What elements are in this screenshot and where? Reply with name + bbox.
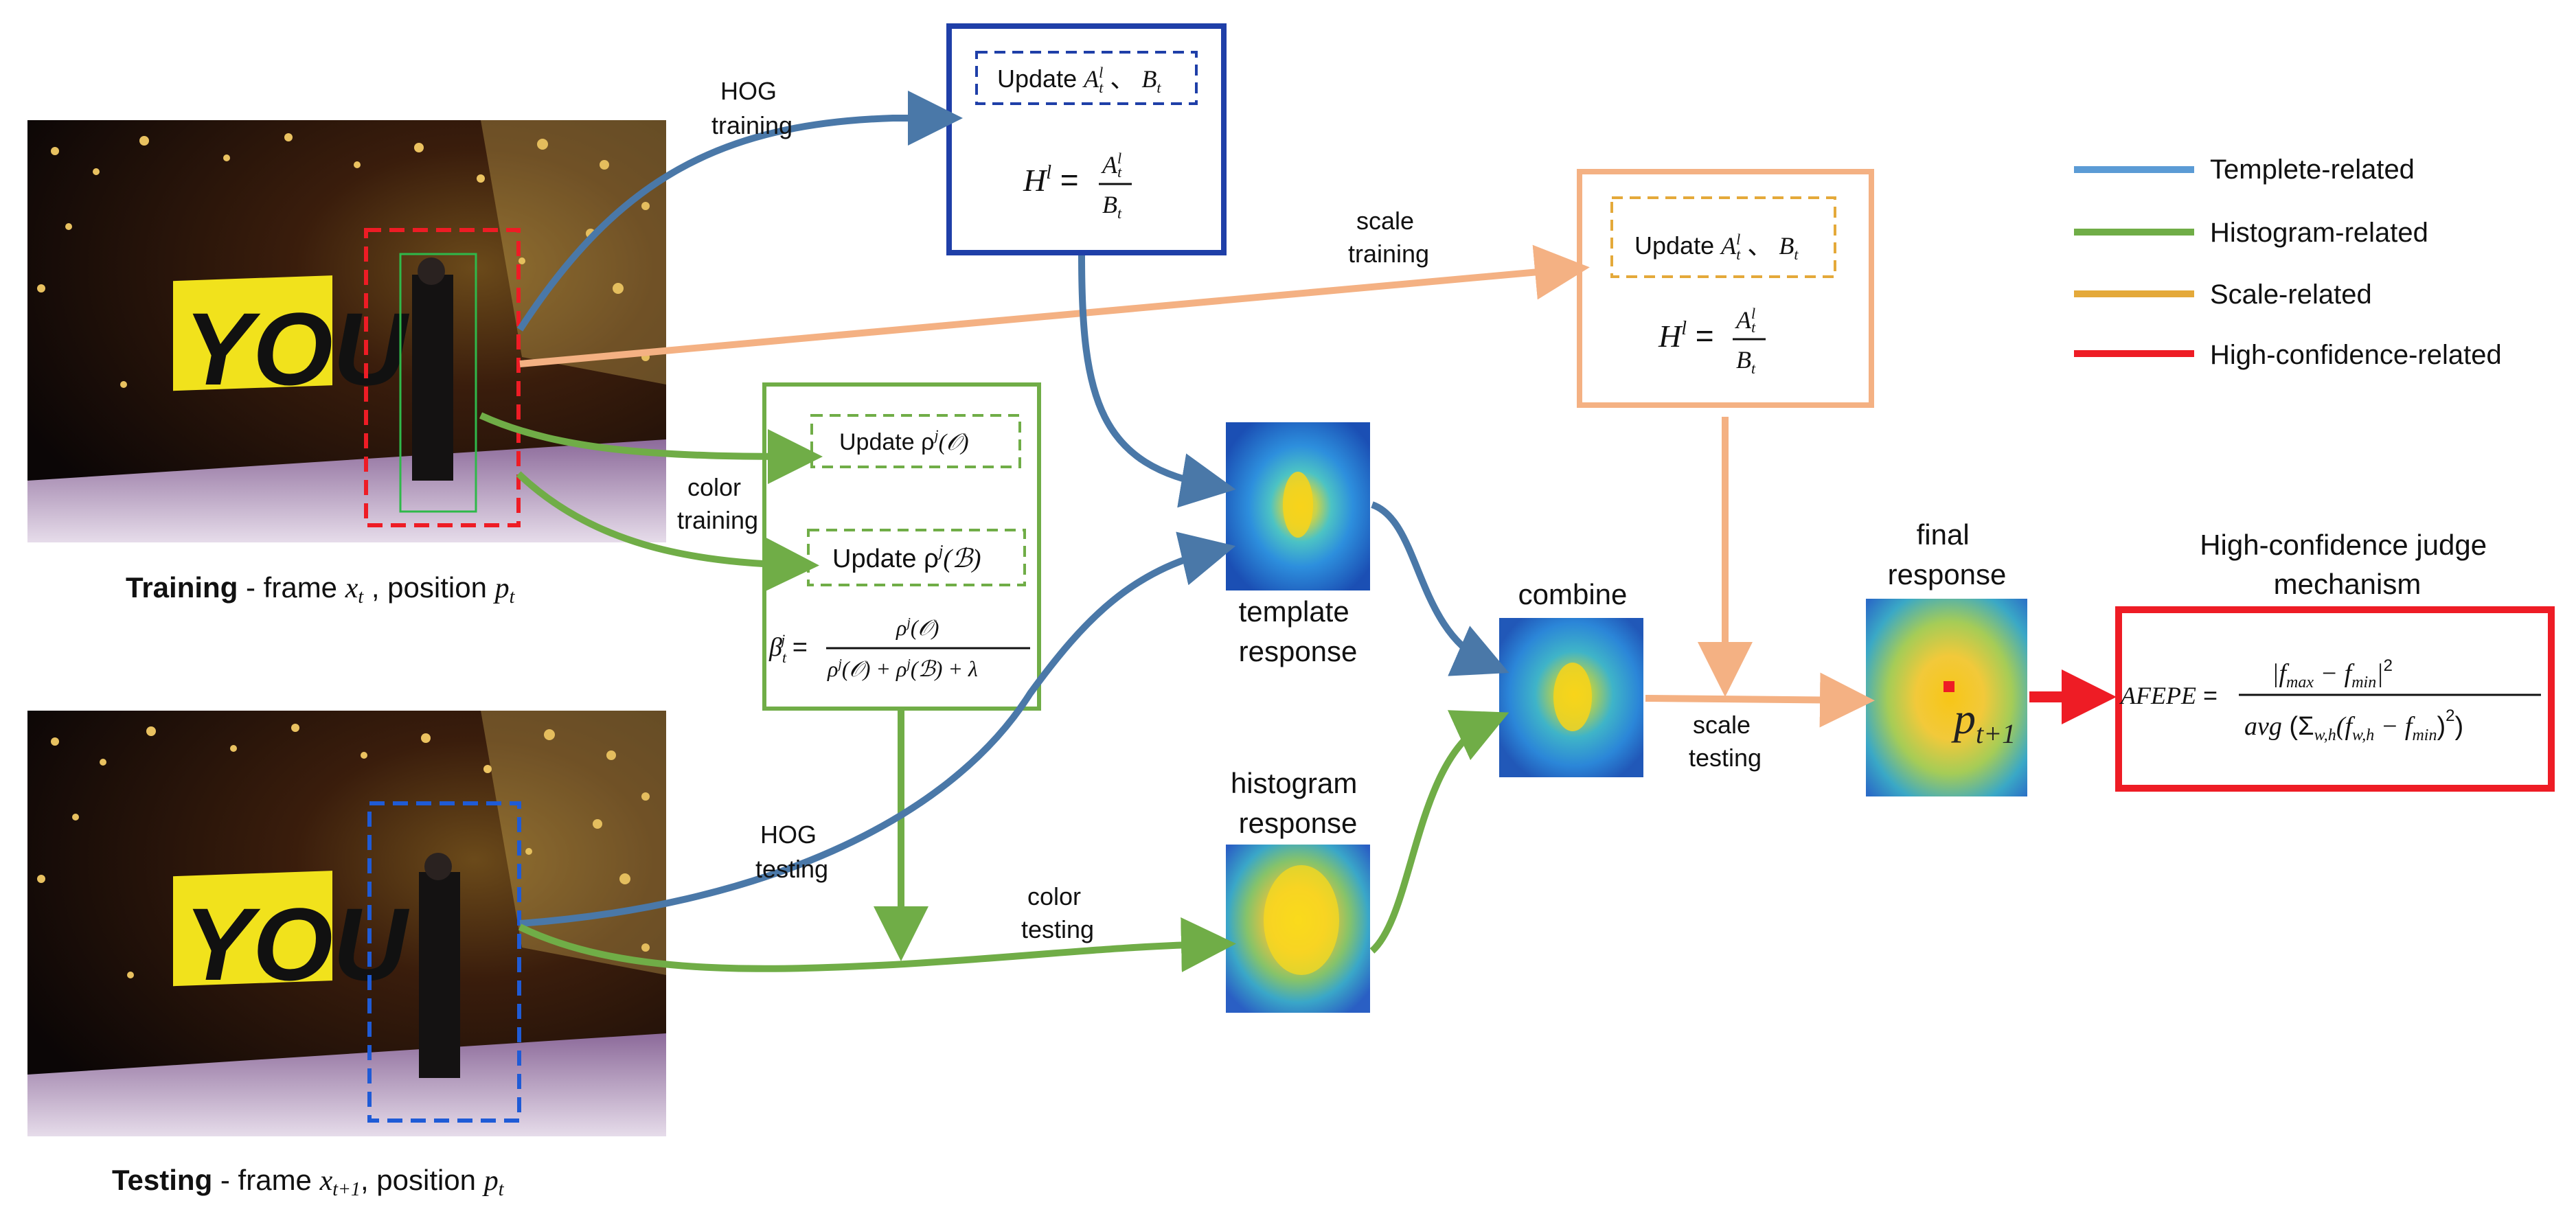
- high-conf-lhs: AFEPE =: [2119, 681, 2218, 709]
- histogram-to-combine-arrow: [1369, 710, 1509, 954]
- combine-to-final-arrow: [1645, 672, 1875, 728]
- histogram-update-o-box: [810, 414, 1021, 468]
- training-stage-sign: YOU: [184, 291, 410, 406]
- color-testing-label: color testing: [1021, 882, 1094, 943]
- legend-histogram-label: Histogram-related: [2210, 218, 2428, 248]
- scale-box: [1577, 169, 1874, 408]
- training-gt-box: [399, 253, 477, 513]
- template-to-combine-arrow: [1371, 501, 1509, 676]
- training-caption: Training - frame xt , position pt: [126, 571, 516, 608]
- legend-template-label: Templete-related: [2210, 154, 2415, 185]
- histogram-beta-lhs: βtj =: [768, 631, 808, 666]
- training-frame-image: YOU: [27, 120, 666, 542]
- legend-highconf-label: High-confidence-related: [2210, 340, 2502, 370]
- template-update-box: [975, 51, 1198, 105]
- scale-training-arrow: [519, 244, 1590, 367]
- stage-lights: [37, 724, 650, 978]
- scale-h-den: Bt: [1736, 346, 1756, 377]
- template-h-lhs: Hl =: [1023, 162, 1079, 198]
- legend: Templete-related Histogram-related Scale…: [2074, 154, 2502, 370]
- histogram-beta-den: ρj(𝒪) + ρj(ℬ) + λ: [827, 656, 978, 681]
- training-search-box: [364, 228, 521, 527]
- histogram-update-b-text: Update ρj(ℬ): [832, 542, 981, 573]
- scale-training-label: scale training: [1348, 207, 1429, 268]
- hog-testing-label: HOG testing: [755, 821, 828, 883]
- hog-testing-arrow: [519, 531, 1236, 927]
- scale-testing-label: scale testing: [1689, 711, 1762, 772]
- final-response-label: final response: [1888, 518, 2007, 590]
- histogram-update-o-text: Update ρj(𝒪): [839, 426, 969, 455]
- combine-label: combine: [1518, 578, 1628, 610]
- high-conf-num: |fmax − fmin|2: [2272, 656, 2393, 691]
- hog-training-arrow: [516, 91, 963, 332]
- high-conf-box: [2115, 606, 2555, 792]
- testing-search-box: [367, 801, 521, 1123]
- testing-frame-image: YOU: [27, 711, 666, 1136]
- testing-caption: Testing - frame xt+1, position pt: [112, 1164, 505, 1200]
- color-training-arrow-o: [479, 412, 823, 484]
- legend-scale-label: Scale-related: [2210, 279, 2372, 310]
- template-to-response-arrow: [1078, 255, 1236, 508]
- color-training-label: color training: [677, 473, 758, 534]
- combine-response-peak: [1553, 663, 1592, 731]
- final-response-point: [1944, 681, 1954, 692]
- final-response-point-label: pt+1: [1951, 694, 2016, 749]
- scale-update-box: [1610, 196, 1836, 278]
- histogram-response-label: histogram response: [1231, 767, 1365, 839]
- testing-stage-sign: YOU: [184, 886, 410, 1002]
- histogram-beta-num: ρj(𝒪): [896, 615, 939, 640]
- color-testing-arrow: [518, 917, 1236, 972]
- final-response-map: [1866, 599, 2027, 796]
- color-training-arrow-b: [516, 471, 819, 593]
- template-h-den: Bt: [1102, 191, 1122, 222]
- high-conf-den: avg (Σw,h(fw,h − fmin)2): [2244, 707, 2463, 744]
- histogram-update-b-box: [807, 529, 1026, 586]
- template-response-label: template response: [1239, 595, 1358, 667]
- hog-training-label: HOG training: [711, 77, 793, 139]
- scale-h-lhs: Hl =: [1658, 318, 1714, 354]
- template-box: [946, 23, 1227, 255]
- high-conf-title: High-confidence judge mechanism: [2200, 529, 2495, 600]
- histogram-response-peak: [1264, 865, 1339, 975]
- template-response-peak: [1283, 472, 1313, 538]
